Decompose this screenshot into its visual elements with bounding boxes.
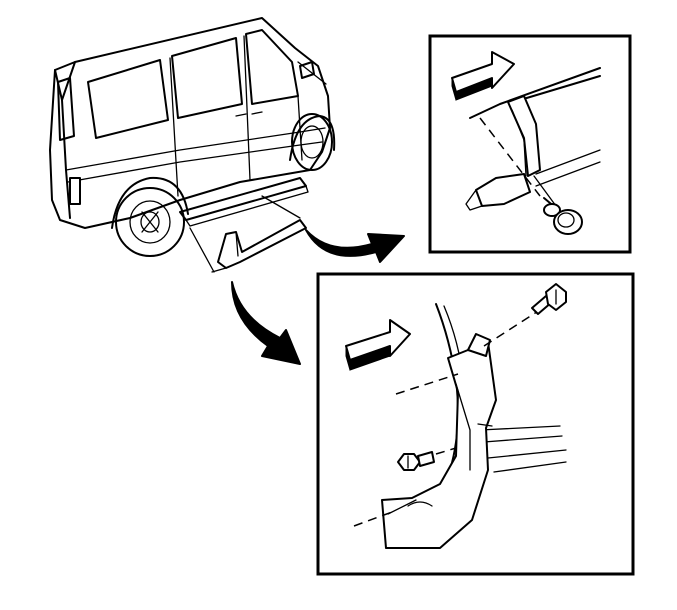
- forward-arrow-icon: [451, 51, 515, 101]
- detail-box-lower: [316, 272, 635, 576]
- curved-arrow-icon: [231, 281, 301, 365]
- bolt-lower-icon: [397, 451, 435, 471]
- van-illustration: [49, 17, 336, 273]
- detail-box-upper: [428, 34, 632, 254]
- bolt-upper-icon: [531, 283, 567, 315]
- push-pin-retainer-icon: [543, 197, 583, 235]
- curved-arrow-icon: [305, 229, 405, 263]
- forward-arrow-icon: [345, 319, 411, 371]
